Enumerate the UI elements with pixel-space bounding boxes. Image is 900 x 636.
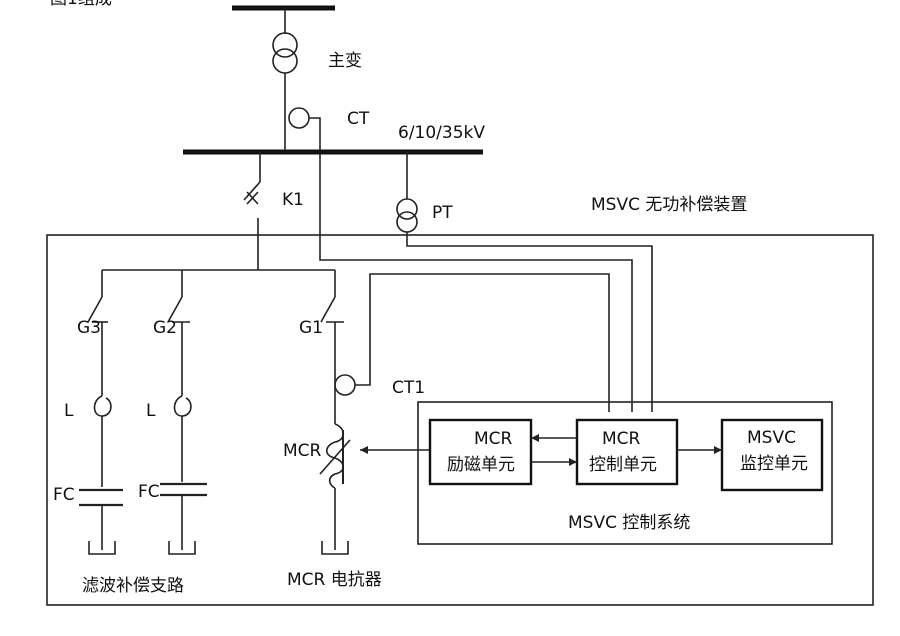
g1-branch — [320, 270, 344, 424]
monitor-unit-line1: MSVC — [747, 428, 796, 448]
ct-top-lead — [309, 117, 633, 412]
monitor-unit-line2: 监控单元 — [740, 454, 808, 474]
ct1-lead — [355, 273, 610, 412]
ct1-icon — [334, 374, 356, 396]
l-left-label: L — [64, 401, 74, 421]
header-fragment: 图1组成 — [50, 0, 112, 9]
ct-top-label: CT — [347, 109, 370, 129]
l-mid-label: L — [146, 401, 156, 421]
control-system-frame — [417, 401, 833, 545]
excitation-to-reactor-arrowhead — [360, 446, 368, 454]
control-to-excitation-arrowhead — [531, 434, 539, 442]
filter-branch-caption: 滤波补偿支路 — [82, 576, 184, 596]
msvc-device-frame — [46, 234, 874, 606]
pt-lead — [406, 232, 653, 412]
transformer-icon — [272, 32, 298, 74]
fc-left-label: FC — [53, 485, 75, 505]
excitation-unit-box — [428, 418, 533, 486]
monitor-unit-box — [720, 418, 824, 492]
g3-branch — [79, 270, 123, 555]
ct1-label: CT1 — [392, 378, 425, 398]
excitation-unit-line2: 励磁单元 — [447, 455, 515, 475]
pt-label: PT — [432, 203, 453, 223]
mcr-reactor-label: MCR — [283, 441, 322, 461]
main-transformer-label: 主变 — [328, 51, 362, 71]
control-system-label: MSVC 控制系统 — [568, 513, 690, 533]
control-unit-box — [575, 418, 679, 486]
bus-voltage-label: 6/10/35kV — [398, 123, 485, 143]
g1-label: G1 — [299, 318, 323, 338]
g3-label: G3 — [77, 318, 101, 338]
mcr-reactor-icon — [319, 423, 351, 555]
g2-label: G2 — [153, 318, 177, 338]
device-title: MSVC 无功补偿装置 — [591, 195, 747, 215]
k1-breaker-icon — [243, 152, 261, 270]
fc-mid-label: FC — [138, 482, 160, 502]
k1-label: K1 — [282, 190, 304, 210]
g2-branch — [160, 270, 207, 555]
excitation-to-control-arrowhead — [569, 458, 577, 466]
control-to-monitor-arrowhead — [714, 446, 722, 454]
control-unit-line2: 控制单元 — [589, 455, 657, 475]
control-unit-line1: MCR — [602, 429, 641, 449]
ct-top-icon — [288, 107, 310, 129]
pt-icon — [396, 198, 418, 233]
excitation-unit-line1: MCR — [474, 429, 513, 449]
mcr-reactor-caption: MCR 电抗器 — [287, 570, 382, 590]
